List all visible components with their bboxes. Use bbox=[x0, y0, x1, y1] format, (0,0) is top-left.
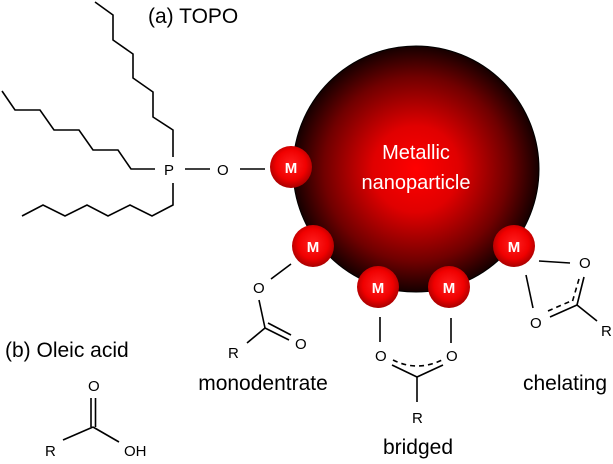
bridged-r-group: R bbox=[412, 410, 423, 427]
chel-m-o-bottom-bond bbox=[525, 274, 534, 309]
chel-c-o-top-bond bbox=[576, 276, 585, 306]
bridged-delocalized-bond bbox=[392, 359, 443, 367]
chelating-label: chelating bbox=[523, 372, 607, 395]
bridged-c-o-right bbox=[416, 364, 444, 378]
topo-chain-top bbox=[94, 1, 174, 157]
phosphorus-atom: P bbox=[164, 162, 174, 179]
bridged-oxygen-right: O bbox=[446, 348, 458, 365]
monodentate-label: monodentrate bbox=[198, 372, 328, 395]
nanoparticle-label-line2: nanoparticle bbox=[362, 172, 471, 194]
bridged-label: bridged bbox=[383, 436, 453, 459]
mono-c-o-double-bond-b bbox=[267, 322, 292, 336]
oleic-carbonyl-oxygen: O bbox=[88, 378, 100, 395]
topo-oxygen-atom: O bbox=[217, 162, 229, 179]
metal-atom: M bbox=[493, 225, 535, 267]
mono-carbonyl-oxygen: O bbox=[295, 336, 307, 353]
oleic-hydroxyl: OH bbox=[124, 443, 147, 460]
chel-c-r-bond bbox=[576, 304, 598, 322]
metal-atom: M bbox=[270, 146, 312, 188]
chel-oxygen-top: O bbox=[579, 255, 591, 272]
chel-c-o-bottom-dashed bbox=[547, 300, 572, 312]
chel-c-o-bottom-bond bbox=[549, 304, 578, 318]
topo-chain-left bbox=[1, 90, 155, 170]
topo-title: (a) TOPO bbox=[148, 5, 238, 28]
oleic-c-r-bond bbox=[62, 426, 94, 441]
bridged-c-o-left bbox=[391, 364, 418, 378]
chelating-ligand: O O R chelating bbox=[523, 255, 612, 395]
chel-oxygen-bottom: O bbox=[530, 315, 542, 332]
topo-molecule: P O bbox=[1, 1, 265, 217]
chel-m-o-top-bond bbox=[538, 260, 571, 264]
svg-text:M: M bbox=[372, 280, 385, 297]
svg-text:M: M bbox=[508, 239, 521, 256]
metallic-nanoparticle: Metallic nanoparticle bbox=[292, 45, 540, 293]
oleic-c-oh-bond bbox=[92, 426, 120, 443]
bridged-ligand: O O R bridged bbox=[375, 317, 458, 459]
mono-c-o-double-bond-a bbox=[264, 327, 290, 341]
monodentate-ligand: O R O monodentrate bbox=[198, 263, 328, 395]
mono-m-o-bond bbox=[270, 263, 292, 280]
svg-text:M: M bbox=[443, 280, 456, 297]
topo-chain-bottom bbox=[21, 183, 174, 217]
svg-text:M: M bbox=[285, 160, 298, 177]
metal-atom: M bbox=[357, 266, 399, 308]
mono-oxygen-atom: O bbox=[253, 280, 265, 297]
mono-r-group: R bbox=[228, 345, 239, 362]
chel-r-group: R bbox=[601, 323, 612, 340]
mono-c-r-bond bbox=[246, 327, 266, 344]
metal-atom: M bbox=[428, 266, 470, 308]
oleic-title: (b) Oleic acid bbox=[5, 339, 129, 362]
oleic-r-group: R bbox=[45, 443, 56, 460]
oleic-acid-molecule: (b) Oleic acid O R OH bbox=[5, 339, 147, 460]
bridged-oxygen-left: O bbox=[375, 348, 387, 365]
mono-o-c-bond bbox=[258, 299, 266, 329]
nanoparticle-label-line1: Metallic bbox=[382, 142, 450, 164]
metal-atom: M bbox=[292, 225, 334, 267]
chel-c-o-top-dashed bbox=[571, 278, 580, 304]
svg-text:M: M bbox=[307, 239, 320, 256]
